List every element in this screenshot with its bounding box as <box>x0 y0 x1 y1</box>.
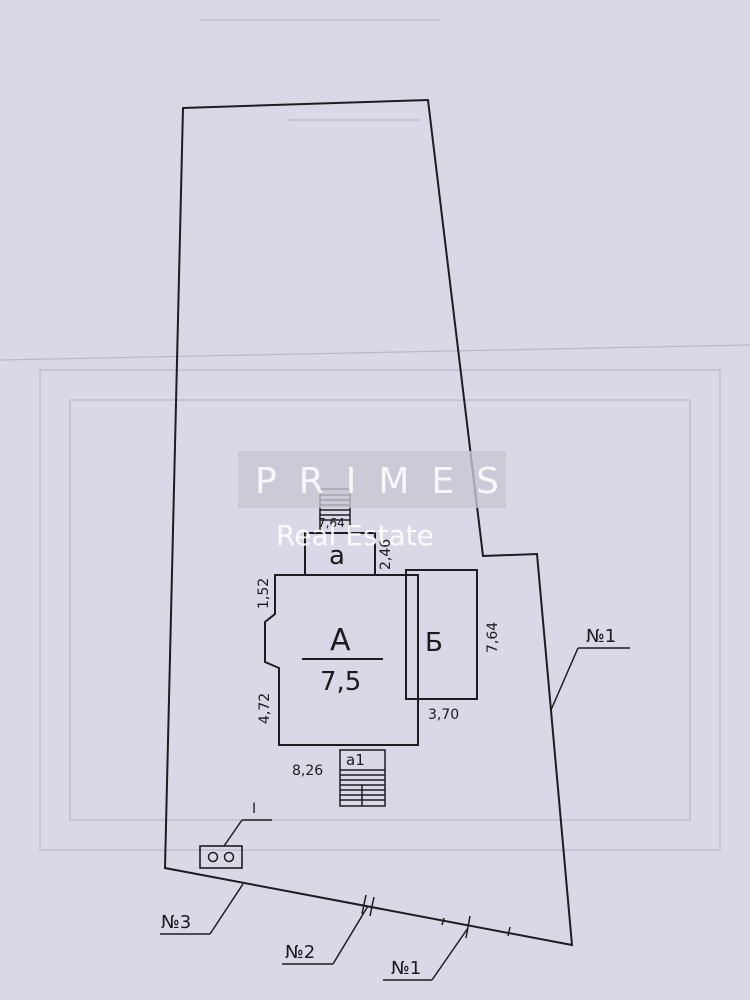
building-a-outline <box>264 574 419 746</box>
well-marker: I <box>199 801 272 869</box>
building-a-value: 7,5 <box>320 667 361 697</box>
dim-3-70: 3,70 <box>428 707 459 723</box>
porch-a1-letter: а1 <box>346 751 365 769</box>
watermark-subtitle: Real Estate <box>276 519 434 552</box>
neighbor-2-label: №2 <box>285 942 315 963</box>
watermark-title: PRIMES <box>255 461 521 502</box>
building-b-letter: Б <box>425 628 443 658</box>
neighbor-1-bottom-leader: №1 <box>383 927 469 981</box>
porch-a-letter: а <box>329 541 345 571</box>
dim-8-26: 8,26 <box>292 763 323 779</box>
building-b-outline <box>405 569 478 700</box>
dim-7-64: 7,64 <box>485 622 501 653</box>
dim-4-72: 4,72 <box>257 693 273 724</box>
neighbor-3-label: №3 <box>161 912 191 933</box>
neighbor-1-right-leader: №1 <box>550 626 630 711</box>
boundary-ticks <box>361 894 511 939</box>
neighbor-3-leader: №3 <box>160 883 244 935</box>
dim-2-46: 2,46 <box>378 539 394 570</box>
building-a-letter: А <box>330 623 351 658</box>
watermark: PRIMES Real Estate <box>238 451 521 552</box>
well-marker-label: I <box>252 801 256 817</box>
dim-top: 7,64 <box>318 516 345 530</box>
lot-boundary <box>163 98 574 947</box>
neighbor-1-right-label: №1 <box>586 626 616 647</box>
neighbor-1-bottom-label: №1 <box>391 958 421 979</box>
dim-1-52: 1,52 <box>256 578 272 609</box>
background-ghost-lines <box>0 19 750 851</box>
neighbor-2-leader: №2 <box>282 905 369 965</box>
porch-a1-stairs <box>339 749 386 807</box>
